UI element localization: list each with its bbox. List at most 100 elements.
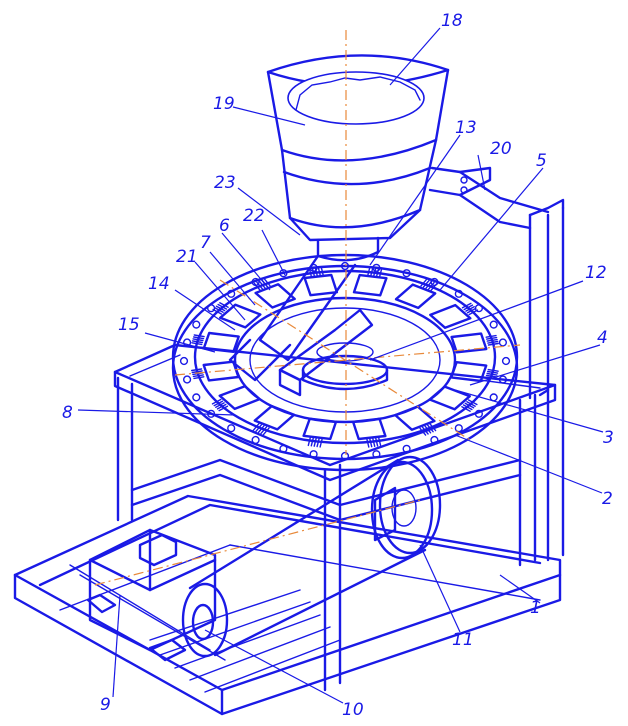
spring-coil	[465, 306, 475, 312]
spring-coil	[310, 437, 314, 447]
spring-coil	[217, 303, 228, 310]
spring-coil	[255, 424, 263, 433]
spring-coil	[422, 279, 430, 288]
spring-coil	[487, 342, 499, 346]
chamber-block	[450, 361, 488, 383]
bolt-hole	[279, 444, 288, 453]
label-11: 11	[452, 630, 474, 650]
center-lines	[94, 30, 521, 586]
spring-coil	[373, 267, 377, 277]
chamber-block	[352, 273, 388, 297]
spring-coil	[191, 342, 203, 346]
label-23: 23	[214, 173, 236, 193]
spring-coil	[308, 267, 312, 277]
label-19: 19	[213, 94, 235, 114]
spring-coil	[461, 406, 471, 412]
label-5: 5	[536, 151, 547, 171]
spring-coil	[369, 438, 373, 448]
label-14: 14	[148, 274, 170, 294]
spring-coil	[486, 336, 498, 340]
callouts: 18 19 13 20 5 23 22 6 7 21 14 12 15 4 8 …	[62, 11, 614, 720]
spring-coil	[486, 372, 498, 376]
bolt-hole	[192, 320, 201, 329]
bolt-hole	[179, 356, 189, 366]
spring-coil	[193, 376, 205, 380]
spring-coil	[378, 437, 382, 447]
spring-coil	[316, 438, 320, 448]
spring-coil	[252, 422, 260, 431]
spring-coil	[485, 374, 497, 378]
spring-coil	[193, 334, 205, 338]
spring-coil	[419, 427, 427, 436]
chamber-block	[394, 283, 437, 310]
spring-coil	[257, 425, 265, 434]
spring-coil	[256, 281, 264, 290]
label-20: 20	[490, 139, 512, 159]
spring-coil	[320, 266, 324, 276]
spring-coil	[429, 423, 437, 432]
spring-coil	[191, 340, 204, 344]
bolt-hole	[474, 409, 484, 418]
label-8: 8	[62, 403, 73, 423]
spring-coil	[487, 340, 499, 344]
spring-coil	[314, 267, 318, 277]
bolt-hole	[251, 435, 260, 445]
bolt-hole	[402, 269, 411, 278]
bolt-hole	[183, 375, 192, 384]
chamber-block	[253, 404, 296, 431]
bolt-hole	[489, 320, 498, 329]
spring-coil	[430, 283, 438, 292]
spring-coil	[425, 280, 433, 289]
spring-coil	[424, 425, 432, 434]
spring-coil	[426, 424, 434, 433]
label-10: 10	[342, 700, 364, 720]
spring-coil	[372, 437, 376, 447]
spring-coil	[487, 368, 499, 372]
spring-coil	[376, 267, 380, 277]
spring-coil	[190, 368, 203, 372]
bolt-hole	[227, 424, 236, 433]
spring-coil	[307, 436, 311, 447]
spring-coil	[211, 398, 222, 405]
chamber-block	[450, 332, 488, 354]
bolt-hole	[192, 393, 201, 402]
chamber-block	[302, 417, 338, 441]
spring-coil	[192, 338, 204, 342]
chamber-block	[351, 417, 387, 441]
spring-coil	[192, 336, 205, 340]
label-2: 2	[602, 489, 613, 509]
spring-coil	[311, 267, 315, 277]
bolt-hole	[402, 444, 411, 453]
bolt-hole	[430, 435, 439, 445]
bolt-hole	[498, 375, 508, 384]
spring-coil	[214, 307, 224, 313]
spring-coil	[258, 280, 266, 289]
chamber-block	[428, 385, 471, 411]
chamber-block	[218, 385, 261, 411]
label-13: 13	[455, 118, 477, 138]
bolt-hole	[454, 289, 463, 298]
spring-coil	[466, 307, 477, 314]
label-21: 21	[176, 247, 198, 267]
spring-coil	[463, 304, 474, 311]
bolt-hole	[498, 338, 508, 347]
label-18: 18	[441, 11, 463, 31]
spring-coil	[215, 305, 226, 312]
spring-coil	[487, 370, 499, 374]
bolt-hole	[227, 289, 236, 298]
chamber-block	[303, 273, 339, 297]
spring-coil	[375, 437, 379, 447]
spring-coil	[212, 308, 223, 315]
spring-coil	[191, 370, 203, 374]
bolt-hole	[340, 261, 350, 271]
chamber-block	[202, 360, 240, 382]
bolt-hole	[183, 338, 192, 347]
spring-coil	[379, 267, 383, 278]
label-15: 15	[118, 315, 140, 335]
drive-assembly	[86, 455, 442, 662]
chamber-block	[218, 303, 262, 329]
bolt-hole	[372, 450, 381, 459]
label-3: 3	[603, 428, 614, 448]
spring-coil	[367, 266, 371, 276]
